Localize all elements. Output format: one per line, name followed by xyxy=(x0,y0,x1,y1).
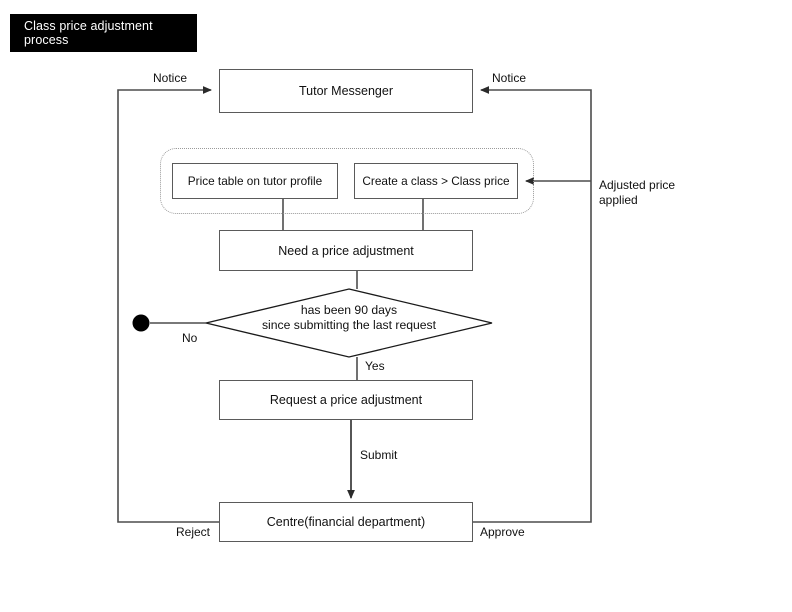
edge-label-approve: Approve xyxy=(480,525,525,539)
edge-label-notice-right: Notice xyxy=(492,71,527,85)
node-tutor-messenger[interactable]: Tutor Messenger xyxy=(219,69,473,113)
edge-label-submit: Submit xyxy=(360,448,398,462)
edge-label-reject: Reject xyxy=(176,525,211,539)
edge-label-adjusted-price-applied: Adjusted price applied xyxy=(599,178,676,207)
node-centre-financial-department[interactable]: Centre(financial department) xyxy=(219,502,473,542)
edge-label-yes: Yes xyxy=(365,359,385,373)
node-create-a-class-class-price[interactable]: Create a class > Class price xyxy=(354,163,518,199)
start-node-dot xyxy=(132,314,150,332)
page-title: Class price adjustment process xyxy=(10,14,197,52)
node-need-a-price-adjustment[interactable]: Need a price adjustment xyxy=(219,230,473,271)
node-price-table-on-tutor-profile[interactable]: Price table on tutor profile xyxy=(172,163,338,199)
edge-approve-loop xyxy=(473,86,592,523)
node-request-a-price-adjustment[interactable]: Request a price adjustment xyxy=(219,380,473,420)
decision-diamond xyxy=(205,288,493,358)
edge-label-no: No xyxy=(182,331,198,345)
edge-label-notice-left: Notice xyxy=(153,71,188,85)
edge-reject-loop xyxy=(117,86,219,523)
